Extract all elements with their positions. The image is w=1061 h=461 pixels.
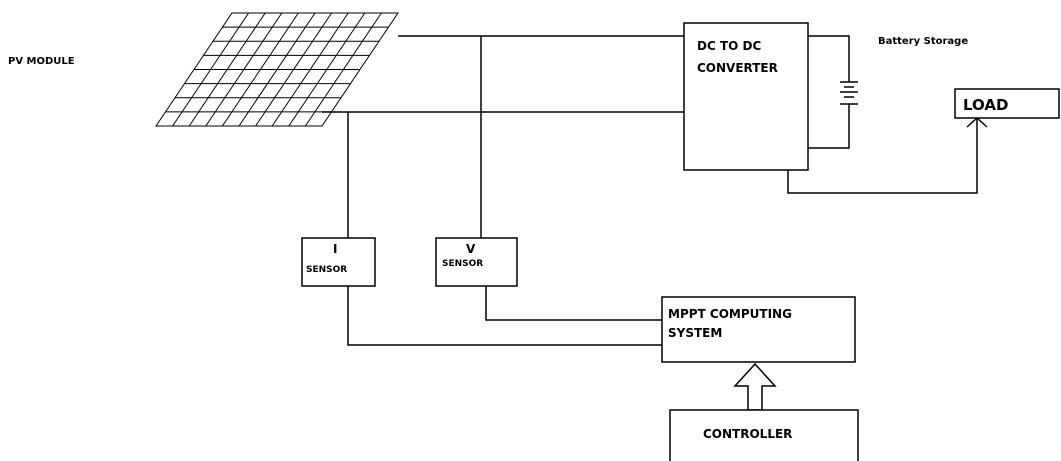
v-sensor-label-line1: V [466,242,476,256]
battery-bottom-wire [808,104,850,149]
v-sensor-label-line2: SENSOR [442,259,483,269]
controller-block [669,409,859,461]
mppt-computing-block [661,296,856,363]
i-sensor-label-line2: SENSOR [306,265,347,275]
load-wire [787,118,978,194]
i-sensor-output-wire [347,286,662,346]
load-block [954,88,1060,119]
controller-to-mppt-arrow-icon [733,362,777,411]
wires [322,35,988,346]
pv-panel-icon [155,12,399,127]
battery-storage-label: Battery Storage [878,36,968,47]
mppt-label-line1: MPPT COMPUTING [668,307,792,321]
load-label: LOAD [963,96,1008,114]
i-sensor-block [301,237,376,287]
battery-top-wire [808,35,850,82]
controller-label: CONTROLLER [703,427,792,441]
v-sensor-block [435,237,518,287]
pv-module-label: PV MODULE [8,56,75,67]
converter-label-line2: CONVERTER [697,61,778,75]
mppt-label-line2: SYSTEM [668,326,722,340]
converter-label-line1: DC TO DC [697,39,761,53]
v-sensor-output-wire [485,286,662,321]
dc-dc-converter-block [683,22,809,171]
battery-icon [840,81,858,105]
i-sensor-label-line1: I [333,242,337,256]
